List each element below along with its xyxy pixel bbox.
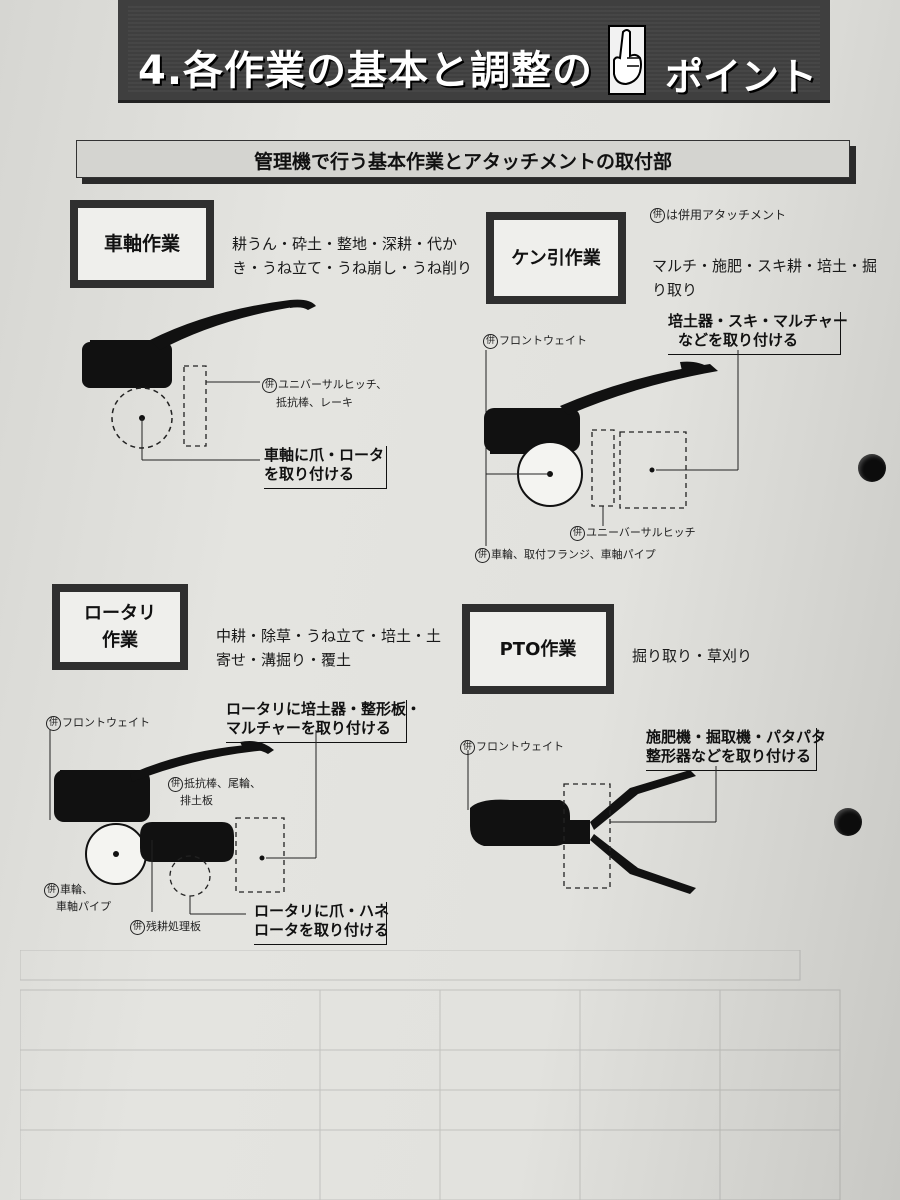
traction-hitch-note: 併ユニーバーサルヒッチ xyxy=(570,524,696,541)
section-subheading: 管理機で行う基本作業とアタッチメントの取付部 xyxy=(76,140,850,178)
traction-callout: 培土器・スキ・マルチャー などを取り付ける xyxy=(668,312,848,355)
traction-tiller-illustration xyxy=(484,350,739,546)
traction-wheel-note: 併車輪、取付フランジ、車軸パイプ xyxy=(475,546,656,563)
combined-mark-icon: 併 xyxy=(46,715,61,731)
combined-mark-icon: 併 xyxy=(168,776,183,792)
rotary-front-weight-note: 併フロントウェイト xyxy=(46,714,150,731)
rotary-work-label: ロータリ 作業 xyxy=(60,592,180,662)
traction-work-label: ケン引作業 xyxy=(494,220,618,296)
axle-callout: 車軸に爪・ロータ を取り付ける xyxy=(264,446,387,489)
pto-callout: 施肥機・掘取機・パタパタ 整形器などを取り付ける xyxy=(646,728,826,771)
axle-work-label: 車軸作業 xyxy=(78,208,206,280)
combined-mark-icon: 併 xyxy=(570,525,585,541)
pto-work-description: 掘り取り・草刈り xyxy=(632,647,753,665)
binder-hole xyxy=(834,808,862,836)
pto-front-weight-note: 併フロントウェイト xyxy=(460,738,564,755)
rotary-work-description: 中耕・除草・うね立て・培土・土 寄せ・溝掘り・覆土 xyxy=(216,627,442,669)
axle-work-description: 耕うん・砕土・整地・深耕・代か き・うね立て・うね崩し・うね削り xyxy=(232,235,473,277)
rotary-top-callout: ロータリに培土器・整形板・ マルチャーを取り付ける xyxy=(226,700,421,743)
traction-front-weight-note: 併フロントウェイト xyxy=(483,332,587,349)
axle-tiller-illustration xyxy=(82,299,316,461)
combined-mark-icon: 併 xyxy=(130,919,145,935)
axle-work-label-box: 車軸作業 xyxy=(70,200,214,288)
legend-note: 併は併用アタッチメント xyxy=(650,206,786,223)
title-band xyxy=(118,0,830,103)
pointing-hand-icon xyxy=(608,25,646,95)
rotary-residue-note: 併残耕処理板 xyxy=(130,918,201,935)
pto-work-label-box: PTO作業 xyxy=(462,604,614,694)
combined-mark-icon: 併 xyxy=(475,547,490,563)
traction-work-label-box: ケン引作業 xyxy=(486,212,626,304)
combined-mark-icon: 併 xyxy=(262,377,277,393)
rotary-wheel-note: 併車輪、 車軸パイプ xyxy=(44,882,111,915)
show-through-table xyxy=(20,950,841,1200)
combined-mark-icon: 併 xyxy=(650,208,665,223)
rotary-tiller-illustration xyxy=(49,730,317,915)
page-title: 4.各作業の基本と調整の xyxy=(138,48,594,94)
combined-mark-icon: 併 xyxy=(44,882,59,898)
axle-hitch-note: 併ユニバーサルヒッチ、 抵抗棒、レーキ xyxy=(262,376,387,411)
combined-mark-icon: 併 xyxy=(483,333,498,349)
subheading-text: 管理機で行う基本作業とアタッチメントの取付部 xyxy=(253,151,672,173)
page-title-suffix: ポイント xyxy=(665,55,818,99)
rotary-bottom-callout: ロータリに爪・ハネ ロータを取り付ける xyxy=(254,902,389,945)
rotary-resist-note: 併抵抗棒、尾輪、 排土板 xyxy=(168,776,261,809)
pto-work-label: PTO作業 xyxy=(470,612,606,686)
traction-work-description: マルチ・施肥・スキ耕・培土・掘 り取り xyxy=(652,257,878,299)
binder-hole xyxy=(858,454,886,482)
rotary-work-label-box: ロータリ 作業 xyxy=(52,584,188,670)
pto-tiller-illustration xyxy=(467,750,717,894)
